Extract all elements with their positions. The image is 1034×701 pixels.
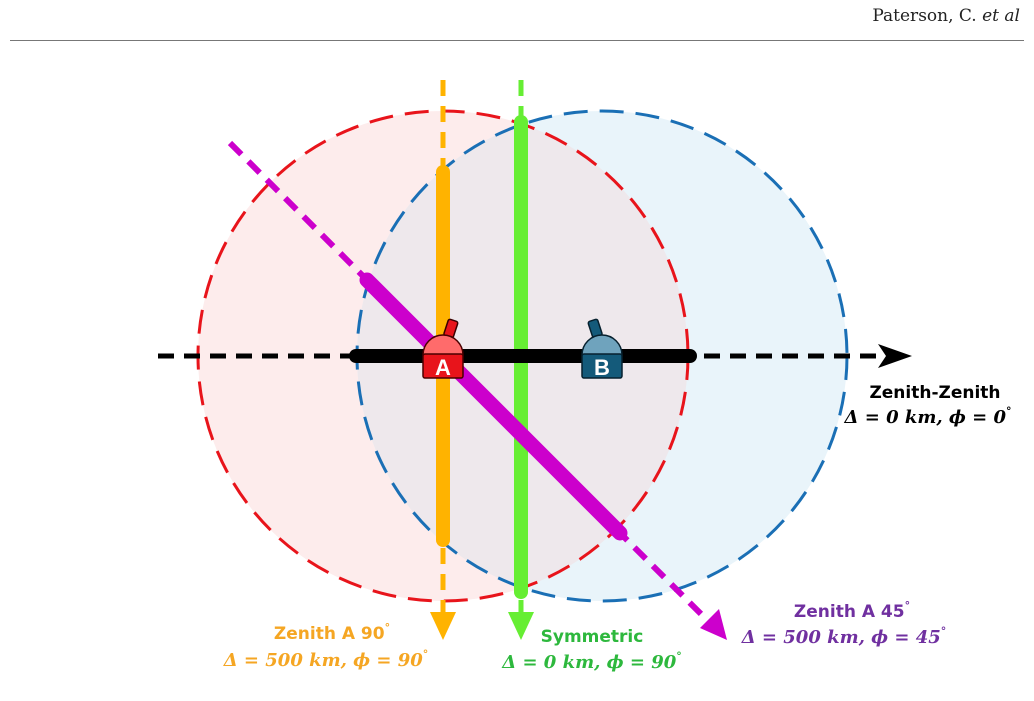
label-zenith-a-90-name: Zenith A 90: [274, 624, 385, 644]
header-rule: [10, 40, 1024, 41]
label-zenith-zenith-eq-sup: °: [1006, 405, 1012, 418]
svg-text:Δ = 0 km, ϕ = 0°: Δ = 0 km, ϕ = 0°: [843, 405, 1011, 428]
station-b: B: [581, 318, 623, 380]
label-zenith-a-90: Zenith A 90° Δ = 500 km, ϕ = 90°: [223, 621, 429, 671]
station-a-base: [422, 353, 464, 379]
label-symmetric-name: Symmetric: [541, 627, 644, 647]
label-zenith-zenith: Zenith-Zenith Δ = 0 km, ϕ = 0°: [843, 383, 1011, 428]
label-zenith-a-45-eq: Δ = 500 km, ϕ = 45: [741, 627, 941, 648]
station-b-base: [581, 353, 623, 379]
svg-text:Zenith-Zenith: Zenith-Zenith: [869, 383, 1000, 403]
label-zenith-zenith-eq: Δ = 0 km, ϕ = 0: [843, 407, 1006, 428]
svg-text:Zenith A 90°: Zenith A 90°: [274, 621, 390, 644]
label-zenith-a-45-name-sup: °: [905, 599, 911, 612]
label-zenith-a-45-eq-sup: °: [941, 625, 947, 638]
station-b-dome: [581, 334, 623, 356]
beam-zenith-a-45-solid: [359, 272, 628, 541]
station-a: A: [422, 318, 464, 380]
header-author: Paterson, C. et al: [872, 6, 1020, 26]
label-zenith-zenith-name: Zenith-Zenith: [869, 383, 1000, 403]
svg-text:Δ = 500 km, ϕ = 45°: Δ = 500 km, ϕ = 45°: [741, 625, 947, 648]
beam-zenith-a-90-arrowhead: [430, 612, 456, 640]
station-b-label: B: [594, 355, 610, 380]
beam-zenith-a-45-arrowhead: [700, 609, 727, 640]
label-zenith-a-90-eq: Δ = 500 km, ϕ = 90: [223, 650, 424, 671]
label-zenith-a-90-name-sup: °: [385, 621, 391, 634]
station-a-label: A: [435, 355, 451, 380]
svg-text:Zenith A 45°: Zenith A 45°: [794, 599, 910, 622]
label-zenith-a-90-eq-sup: °: [423, 648, 429, 661]
svg-text:Δ = 500 km, ϕ = 90°: Δ = 500 km, ϕ = 90°: [223, 648, 429, 671]
svg-text:Δ = 0 km, ϕ = 90°: Δ = 0 km, ϕ = 90°: [501, 650, 682, 673]
author-etal: et al: [982, 6, 1020, 26]
label-zenith-a-45: Zenith A 45° Δ = 500 km, ϕ = 45°: [741, 599, 947, 648]
label-symmetric-eq: Δ = 0 km, ϕ = 90: [501, 652, 677, 673]
label-symmetric: Symmetric Δ = 0 km, ϕ = 90°: [501, 627, 682, 673]
label-symmetric-eq-sup: °: [676, 650, 682, 663]
author-name: Paterson, C.: [872, 6, 977, 26]
beam-zenith-zenith-arrowhead: [878, 344, 912, 368]
station-a-dome: [422, 334, 464, 356]
beam-symmetric-arrowhead: [508, 612, 534, 640]
label-zenith-a-45-name: Zenith A 45: [794, 602, 905, 622]
svg-text:Symmetric: Symmetric: [541, 627, 644, 647]
